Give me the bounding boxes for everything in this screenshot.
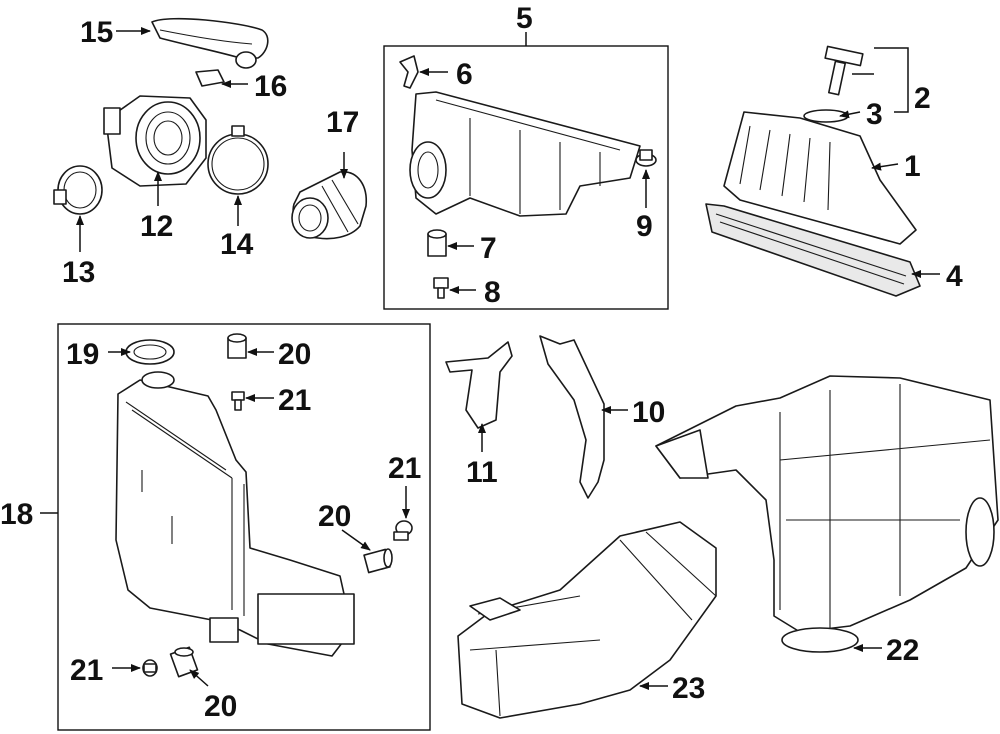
callout-13: 13 [62,256,95,289]
callout-5: 5 [516,2,533,35]
part-20b-bushing [363,548,393,574]
callout-3: 3 [866,98,883,131]
callout-14: 14 [220,228,254,261]
leader-lines [76,27,940,690]
part-21a-bolt [231,391,245,411]
callout-6: 6 [456,58,473,91]
group-box-18 [57,323,431,731]
part-2-tube [824,45,864,96]
callout-17: 17 [326,106,359,139]
callout-22: 22 [886,634,919,667]
callout-20-middle: 20 [318,500,351,533]
callout-16: 16 [254,70,287,103]
callout-23: 23 [672,672,705,705]
callout-4: 4 [946,260,963,293]
part-1-cover [723,111,917,245]
callout-8: 8 [484,276,501,309]
part-5-lower-housing [409,91,641,217]
callout-1: 1 [904,150,921,183]
part-21b-bolt [393,520,413,541]
part-9-grommet [635,149,657,167]
part-15-intake-duct [151,17,269,69]
callout-15: 15 [80,16,113,49]
part-23-intake-duct [457,521,717,719]
part-14-clamp [207,125,269,195]
part-6-bracket [399,55,419,89]
callout-21-right: 21 [388,452,421,485]
callout-2: 2 [914,82,931,115]
callout-12: 12 [140,210,173,243]
callout-7: 7 [480,232,497,265]
part-11-bracket [445,341,513,429]
callout-19: 19 [66,338,99,371]
callout-11: 11 [466,456,498,489]
part-4-filter [705,203,921,297]
part-7-bushing [427,229,447,257]
part-17-boot [291,171,367,240]
part-19-seal [125,339,175,365]
part-8-bolt [433,277,449,299]
callout-9: 9 [636,210,653,243]
callout-20-bottom: 20 [204,690,237,723]
part-13-clamp [53,165,103,215]
part-21c-bolt [142,659,158,677]
callout-20-top: 20 [278,338,311,371]
part-10-stay [539,335,605,499]
part-20a-bushing [227,333,247,359]
callout-21-bottom: 21 [70,654,103,687]
callout-18: 18 [0,498,33,531]
part-16-clip [195,69,225,87]
callout-21-top: 21 [278,384,311,417]
part-22-air-cleaner-housing [655,375,999,653]
part-18-resonator [115,371,355,657]
callout-10: 10 [632,396,665,429]
part-12-housing [103,95,207,187]
